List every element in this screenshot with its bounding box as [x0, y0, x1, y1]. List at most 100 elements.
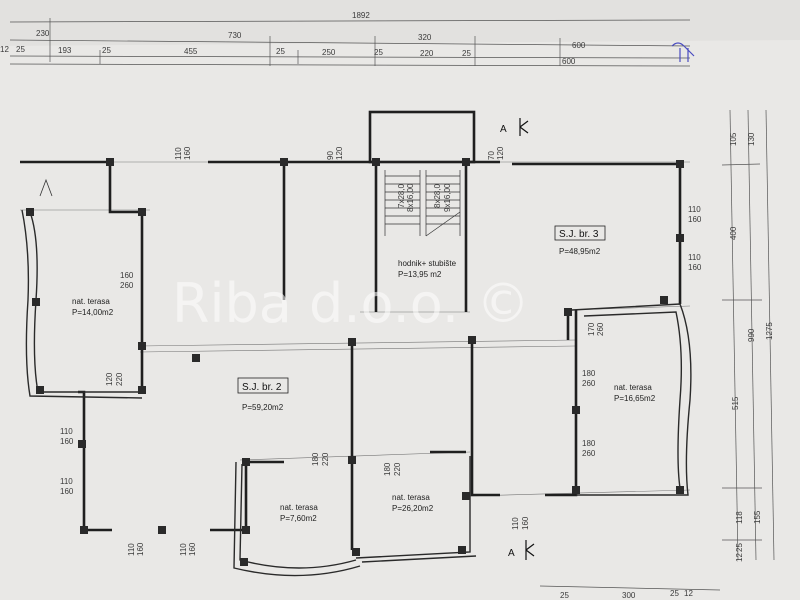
- open-o17-w: 170: [587, 322, 596, 336]
- unit3-label-box: [554, 225, 606, 241]
- terrace-left-name: nat. terasa: [72, 297, 110, 306]
- open-o12-h: 220: [321, 452, 330, 466]
- open-o7-w: 120: [105, 372, 114, 386]
- unit2-area: P=59,20m2: [242, 403, 284, 412]
- section-mark-bottom: A: [508, 548, 515, 559]
- open-o14-h: 160: [521, 516, 530, 530]
- rdim-5: 1275: [765, 322, 774, 340]
- open-o15-h: 260: [582, 379, 596, 388]
- open-o2-w: 90: [326, 151, 335, 160]
- stair-well: [368, 110, 476, 164]
- stair-label-2b: 9x16,00: [443, 183, 452, 212]
- rdim-3: 990: [747, 328, 756, 342]
- open-o15-w: 180: [582, 369, 596, 378]
- watermark: Riba d.o.o. ©: [172, 272, 530, 335]
- hallway-area: P=13,95 m2: [398, 270, 442, 279]
- open-o11-h: 160: [188, 542, 197, 556]
- open-o4-h: 160: [688, 215, 702, 224]
- bdim-1: 300: [622, 591, 636, 600]
- dim-row1-3: 600: [572, 41, 586, 50]
- unit3-area: P=48,95m2: [559, 247, 601, 256]
- section-mark-top: A: [500, 124, 507, 135]
- open-o9-w: 110: [60, 477, 73, 486]
- unit3-label: S.J. br. 3: [559, 229, 599, 240]
- open-o6-h: 260: [120, 281, 134, 290]
- dim-row2-7: 25: [374, 48, 383, 57]
- rdim-0: 105: [729, 132, 738, 146]
- open-o13-w: 180: [383, 462, 392, 476]
- open-o8-w: 110: [60, 427, 73, 436]
- open-o4-w: 110: [688, 205, 701, 214]
- dim-row1-0: 230: [36, 29, 50, 38]
- rdim-1: 130: [747, 132, 756, 146]
- open-o1-h: 160: [183, 146, 192, 160]
- stairs: [384, 170, 461, 237]
- pen-scribble: [671, 42, 695, 62]
- dim-row2-10: 600: [562, 57, 576, 66]
- open-o8-h: 160: [60, 437, 74, 446]
- open-o3-w: 70: [487, 151, 496, 160]
- dim-row2-4: 455: [184, 47, 198, 56]
- open-o1-w: 110: [174, 147, 183, 160]
- opening-labels: 110 160 90 120 70 120 110 160 110 160 16…: [60, 146, 702, 556]
- open-o16-h: 260: [582, 449, 596, 458]
- dim-row2-8: 220: [420, 49, 434, 58]
- right-dimension-lines: [721, 109, 775, 561]
- dim-row2-5: 25: [276, 47, 285, 56]
- open-o11-w: 110: [179, 543, 188, 556]
- open-o9-h: 160: [60, 487, 74, 496]
- columns: [26, 158, 684, 566]
- rdim-9: 12: [735, 553, 744, 562]
- unit2-label-box: [237, 377, 289, 394]
- open-o10-h: 160: [136, 542, 145, 556]
- open-o14-w: 110: [511, 517, 520, 530]
- dim-row2-3: 25: [102, 46, 111, 55]
- terrace-right-area: P=16,65m2: [614, 394, 656, 403]
- terrace-bottom2-area: P=26,20m2: [392, 504, 434, 513]
- terrace-bottom2-name: nat. terasa: [392, 493, 430, 502]
- open-o16-w: 180: [582, 439, 596, 448]
- dim-row1-2: 320: [418, 33, 432, 42]
- terrace-bottom1-name: nat. terasa: [280, 503, 318, 512]
- rdim-6: 118: [735, 511, 744, 524]
- stair-label-2: 8x28,0: [433, 183, 442, 208]
- bottom-dim-line: [539, 585, 721, 591]
- open-o5-h: 160: [688, 263, 702, 272]
- dim-row2-1: 25: [16, 45, 25, 54]
- section-arrow-bottom: [525, 540, 535, 560]
- bdim-0: 25: [560, 591, 569, 600]
- dim-row2-9: 25: [462, 49, 471, 58]
- open-o3-h: 120: [496, 146, 505, 160]
- unit2-label: S.J. br. 2: [242, 382, 282, 393]
- terrace-right-name: nat. terasa: [614, 383, 652, 392]
- dim-row2-6: 250: [322, 48, 336, 57]
- dim-row2-2: 193: [58, 46, 72, 55]
- terrace-bottom1-area: P=7,60m2: [280, 514, 317, 523]
- stair-label-1: 7x28,0: [397, 183, 406, 208]
- walls: [20, 110, 682, 550]
- top-dimension-lines: [9, 18, 691, 67]
- open-o7-h: 220: [115, 372, 124, 386]
- dim-overall: 1892: [352, 11, 370, 20]
- paper-shade: [0, 0, 800, 46]
- dim-row1-1: 730: [228, 31, 242, 40]
- bdim-3: 12: [684, 589, 693, 598]
- bdim-2: 25: [670, 589, 679, 598]
- rdim-8: 25: [735, 543, 744, 552]
- open-o10-w: 110: [127, 543, 136, 556]
- open-o6-w: 160: [120, 271, 134, 280]
- open-o13-h: 220: [393, 462, 402, 476]
- section-arrow-top: [519, 118, 529, 136]
- open-o2-h: 120: [335, 146, 344, 160]
- open-o17-h: 260: [596, 322, 605, 336]
- dim-row2-0: 12: [0, 45, 9, 54]
- rdim-7: 155: [753, 510, 762, 524]
- entry-arrow: [39, 178, 53, 197]
- rdim-4: 515: [731, 396, 740, 410]
- rdim-2: 400: [729, 226, 738, 240]
- open-o12-w: 180: [311, 452, 320, 466]
- hallway-name: hodnik+ stubište: [398, 259, 457, 268]
- terrace-left-area: P=14,00m2: [72, 308, 114, 317]
